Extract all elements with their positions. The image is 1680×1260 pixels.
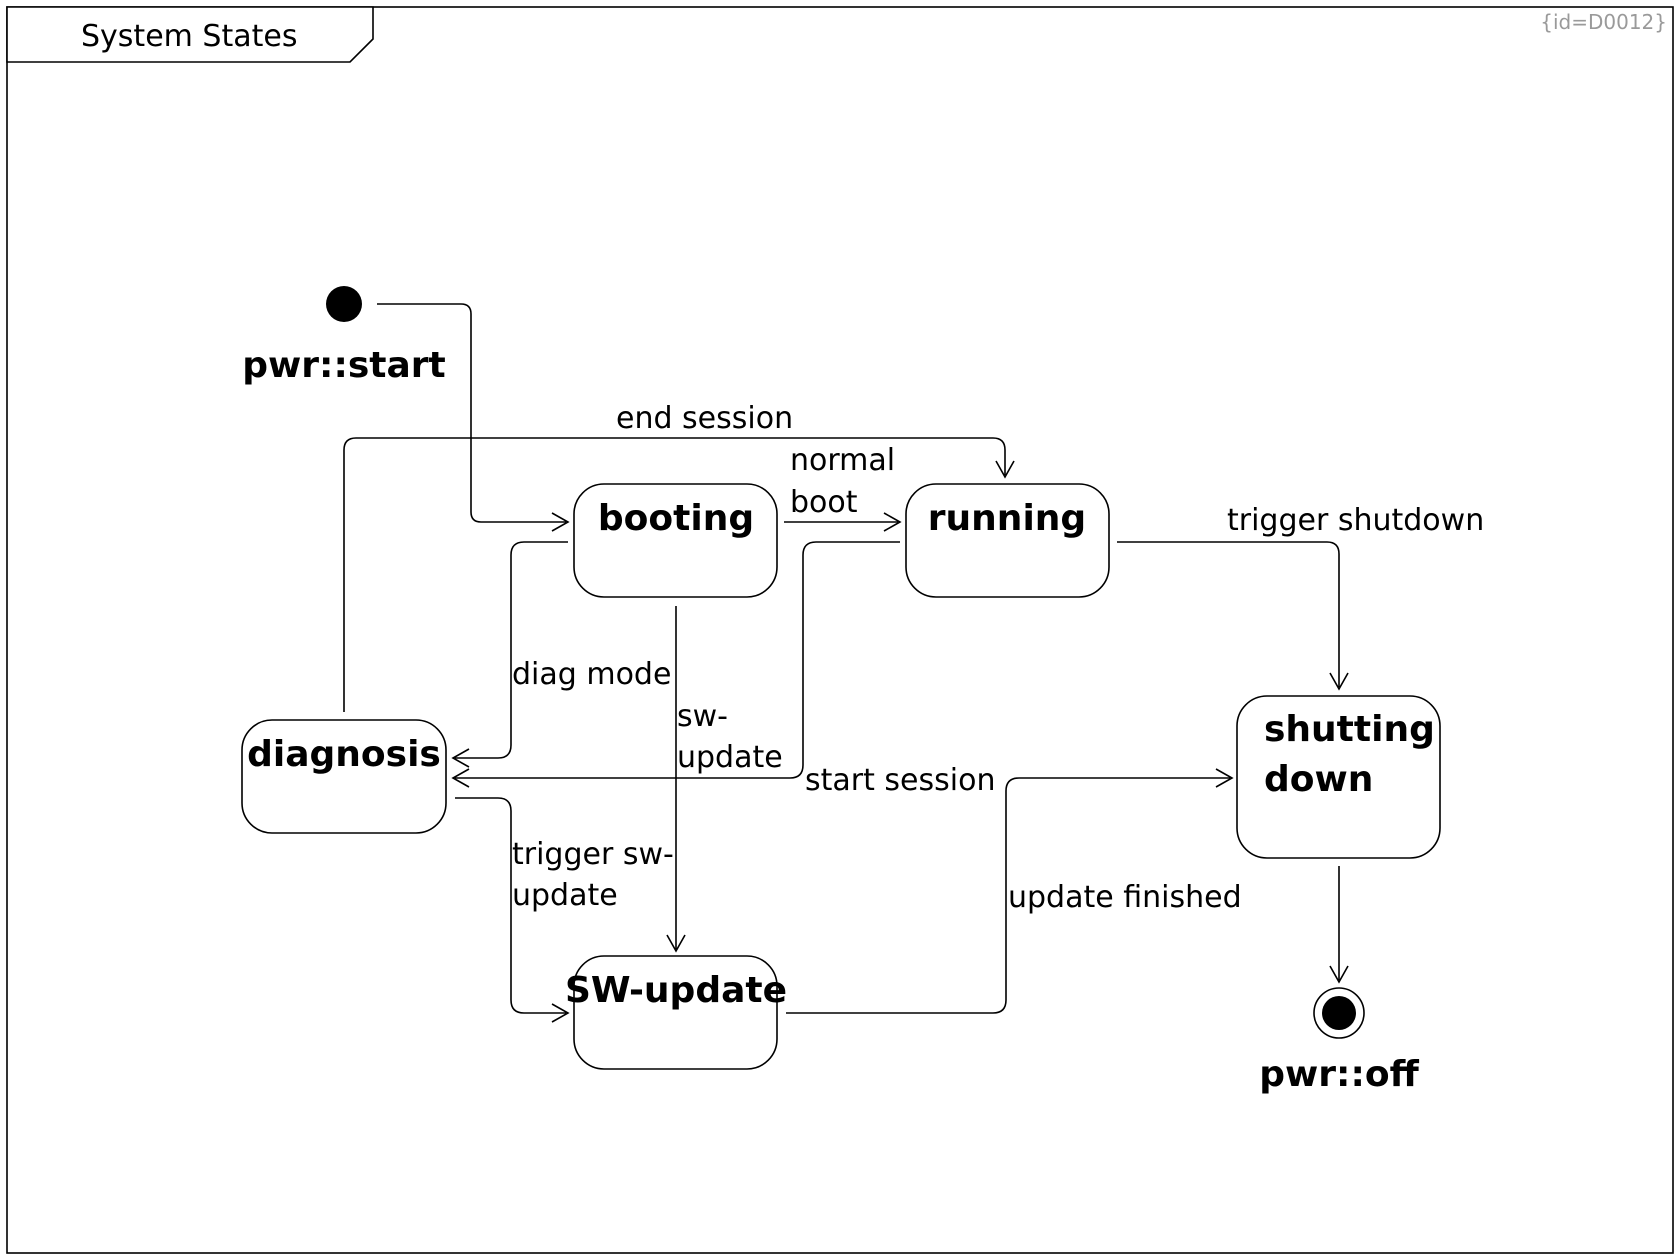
frame-title: System States: [81, 19, 297, 54]
state-running-label: running: [928, 498, 1086, 539]
arrowhead-sw-update: [666, 934, 686, 953]
state-shutting-down: shutting down: [1236, 695, 1441, 859]
transition-label-trigger-sw-update-line2: update: [512, 878, 618, 913]
state-sw-update-label: SW-update: [565, 970, 787, 1011]
initial-pseudostate-label: pwr::start: [242, 345, 445, 386]
edge-trigger-sw-update: [455, 797, 566, 1014]
final-pseudostate-label: pwr::off: [1259, 1054, 1419, 1095]
state-sw-update: SW-update: [565, 955, 787, 1070]
arrowhead-end: [1329, 965, 1349, 984]
final-pseudostate-dot: [1322, 996, 1356, 1030]
transition-label-end-session: end session: [616, 401, 793, 436]
state-booting: booting: [573, 483, 778, 598]
arrowhead-running-normal: [883, 512, 902, 532]
transition-label-sw-update-line2: update: [677, 740, 783, 775]
transition-label-update-finished: update finished: [1008, 880, 1242, 915]
transition-label-normal-boot-line2: boot: [790, 485, 858, 520]
initial-pseudostate: [326, 286, 362, 322]
transition-label-trigger-shutdown: trigger shutdown: [1227, 503, 1484, 538]
edge-end-session: [343, 437, 1006, 712]
state-shutting-down-label-line2: down: [1264, 759, 1373, 800]
arrowhead-sw-update-trigger: [551, 1003, 570, 1023]
state-diagnosis-label: diagnosis: [247, 734, 441, 775]
arrowhead-running-end-session: [995, 460, 1015, 479]
transition-label-diag-mode: diag mode: [512, 657, 671, 692]
state-diagnosis: diagnosis: [241, 719, 447, 834]
transition-label-normal-boot-line1: normal: [790, 443, 895, 478]
arrowhead-shutting-trigger: [1329, 672, 1349, 691]
state-shutting-down-label-line1: shutting: [1264, 709, 1435, 750]
arrowhead-diagnosis-start: [451, 768, 470, 788]
state-booting-label: booting: [598, 498, 754, 539]
edge-start-session: [455, 541, 900, 779]
state-running: running: [905, 483, 1110, 598]
edge-update-finished: [786, 777, 1230, 1014]
edge-start-to-booting: [377, 303, 566, 523]
frame-title-tab: [6, 6, 374, 63]
transition-label-trigger-sw-update-line1: trigger sw-: [512, 837, 674, 872]
diagram-frame: [6, 6, 1674, 1254]
arrowhead-booting: [551, 512, 570, 532]
diagram-id-tag: {id=D0012}: [1540, 10, 1667, 34]
transition-label-start-session: start session: [805, 763, 995, 798]
arrowhead-diagnosis-diag: [451, 748, 470, 768]
edge-diag-mode: [455, 541, 568, 759]
transition-label-sw-update-line1: sw-: [677, 699, 728, 734]
edge-trigger-shutdown: [1117, 541, 1340, 687]
arrowhead-shutting-update: [1215, 768, 1234, 788]
